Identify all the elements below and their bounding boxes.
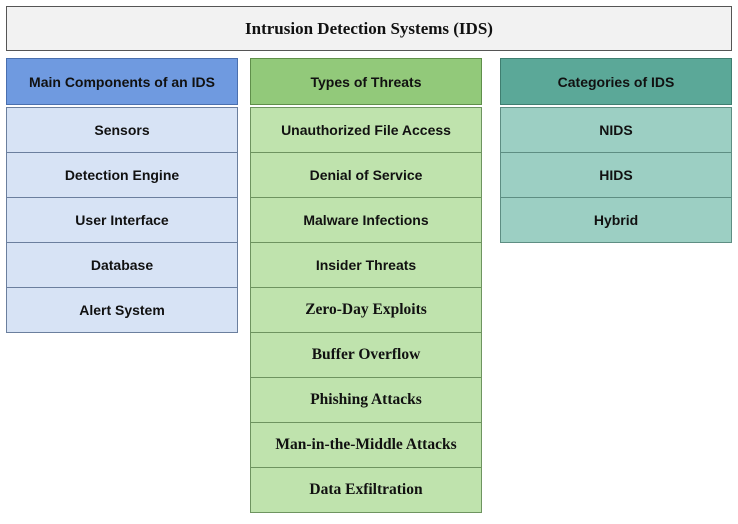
- threat-item: Man-in-the-Middle Attacks: [250, 422, 482, 468]
- threats-column: Unauthorized File Access Denial of Servi…: [250, 107, 482, 513]
- components-column: Sensors Detection Engine User Interface …: [6, 107, 238, 333]
- category-item: HIDS: [500, 152, 732, 198]
- threat-item: Malware Infections: [250, 197, 482, 243]
- component-item: Sensors: [6, 107, 238, 153]
- category-item: NIDS: [500, 107, 732, 153]
- diagram-title: Intrusion Detection Systems (IDS): [6, 6, 732, 51]
- header-categories-of-ids: Categories of IDS: [500, 58, 732, 105]
- categories-column: NIDS HIDS Hybrid: [500, 107, 732, 243]
- threat-item: Insider Threats: [250, 242, 482, 288]
- component-item: User Interface: [6, 197, 238, 243]
- component-item: Detection Engine: [6, 152, 238, 198]
- threat-item: Zero-Day Exploits: [250, 287, 482, 333]
- component-item: Alert System: [6, 287, 238, 333]
- threat-item: Denial of Service: [250, 152, 482, 198]
- component-item: Database: [6, 242, 238, 288]
- header-main-components: Main Components of an IDS: [6, 58, 238, 105]
- threat-item: Phishing Attacks: [250, 377, 482, 423]
- threat-item: Buffer Overflow: [250, 332, 482, 378]
- threat-item: Unauthorized File Access: [250, 107, 482, 153]
- threat-item: Data Exfiltration: [250, 467, 482, 513]
- header-types-of-threats: Types of Threats: [250, 58, 482, 105]
- category-item: Hybrid: [500, 197, 732, 243]
